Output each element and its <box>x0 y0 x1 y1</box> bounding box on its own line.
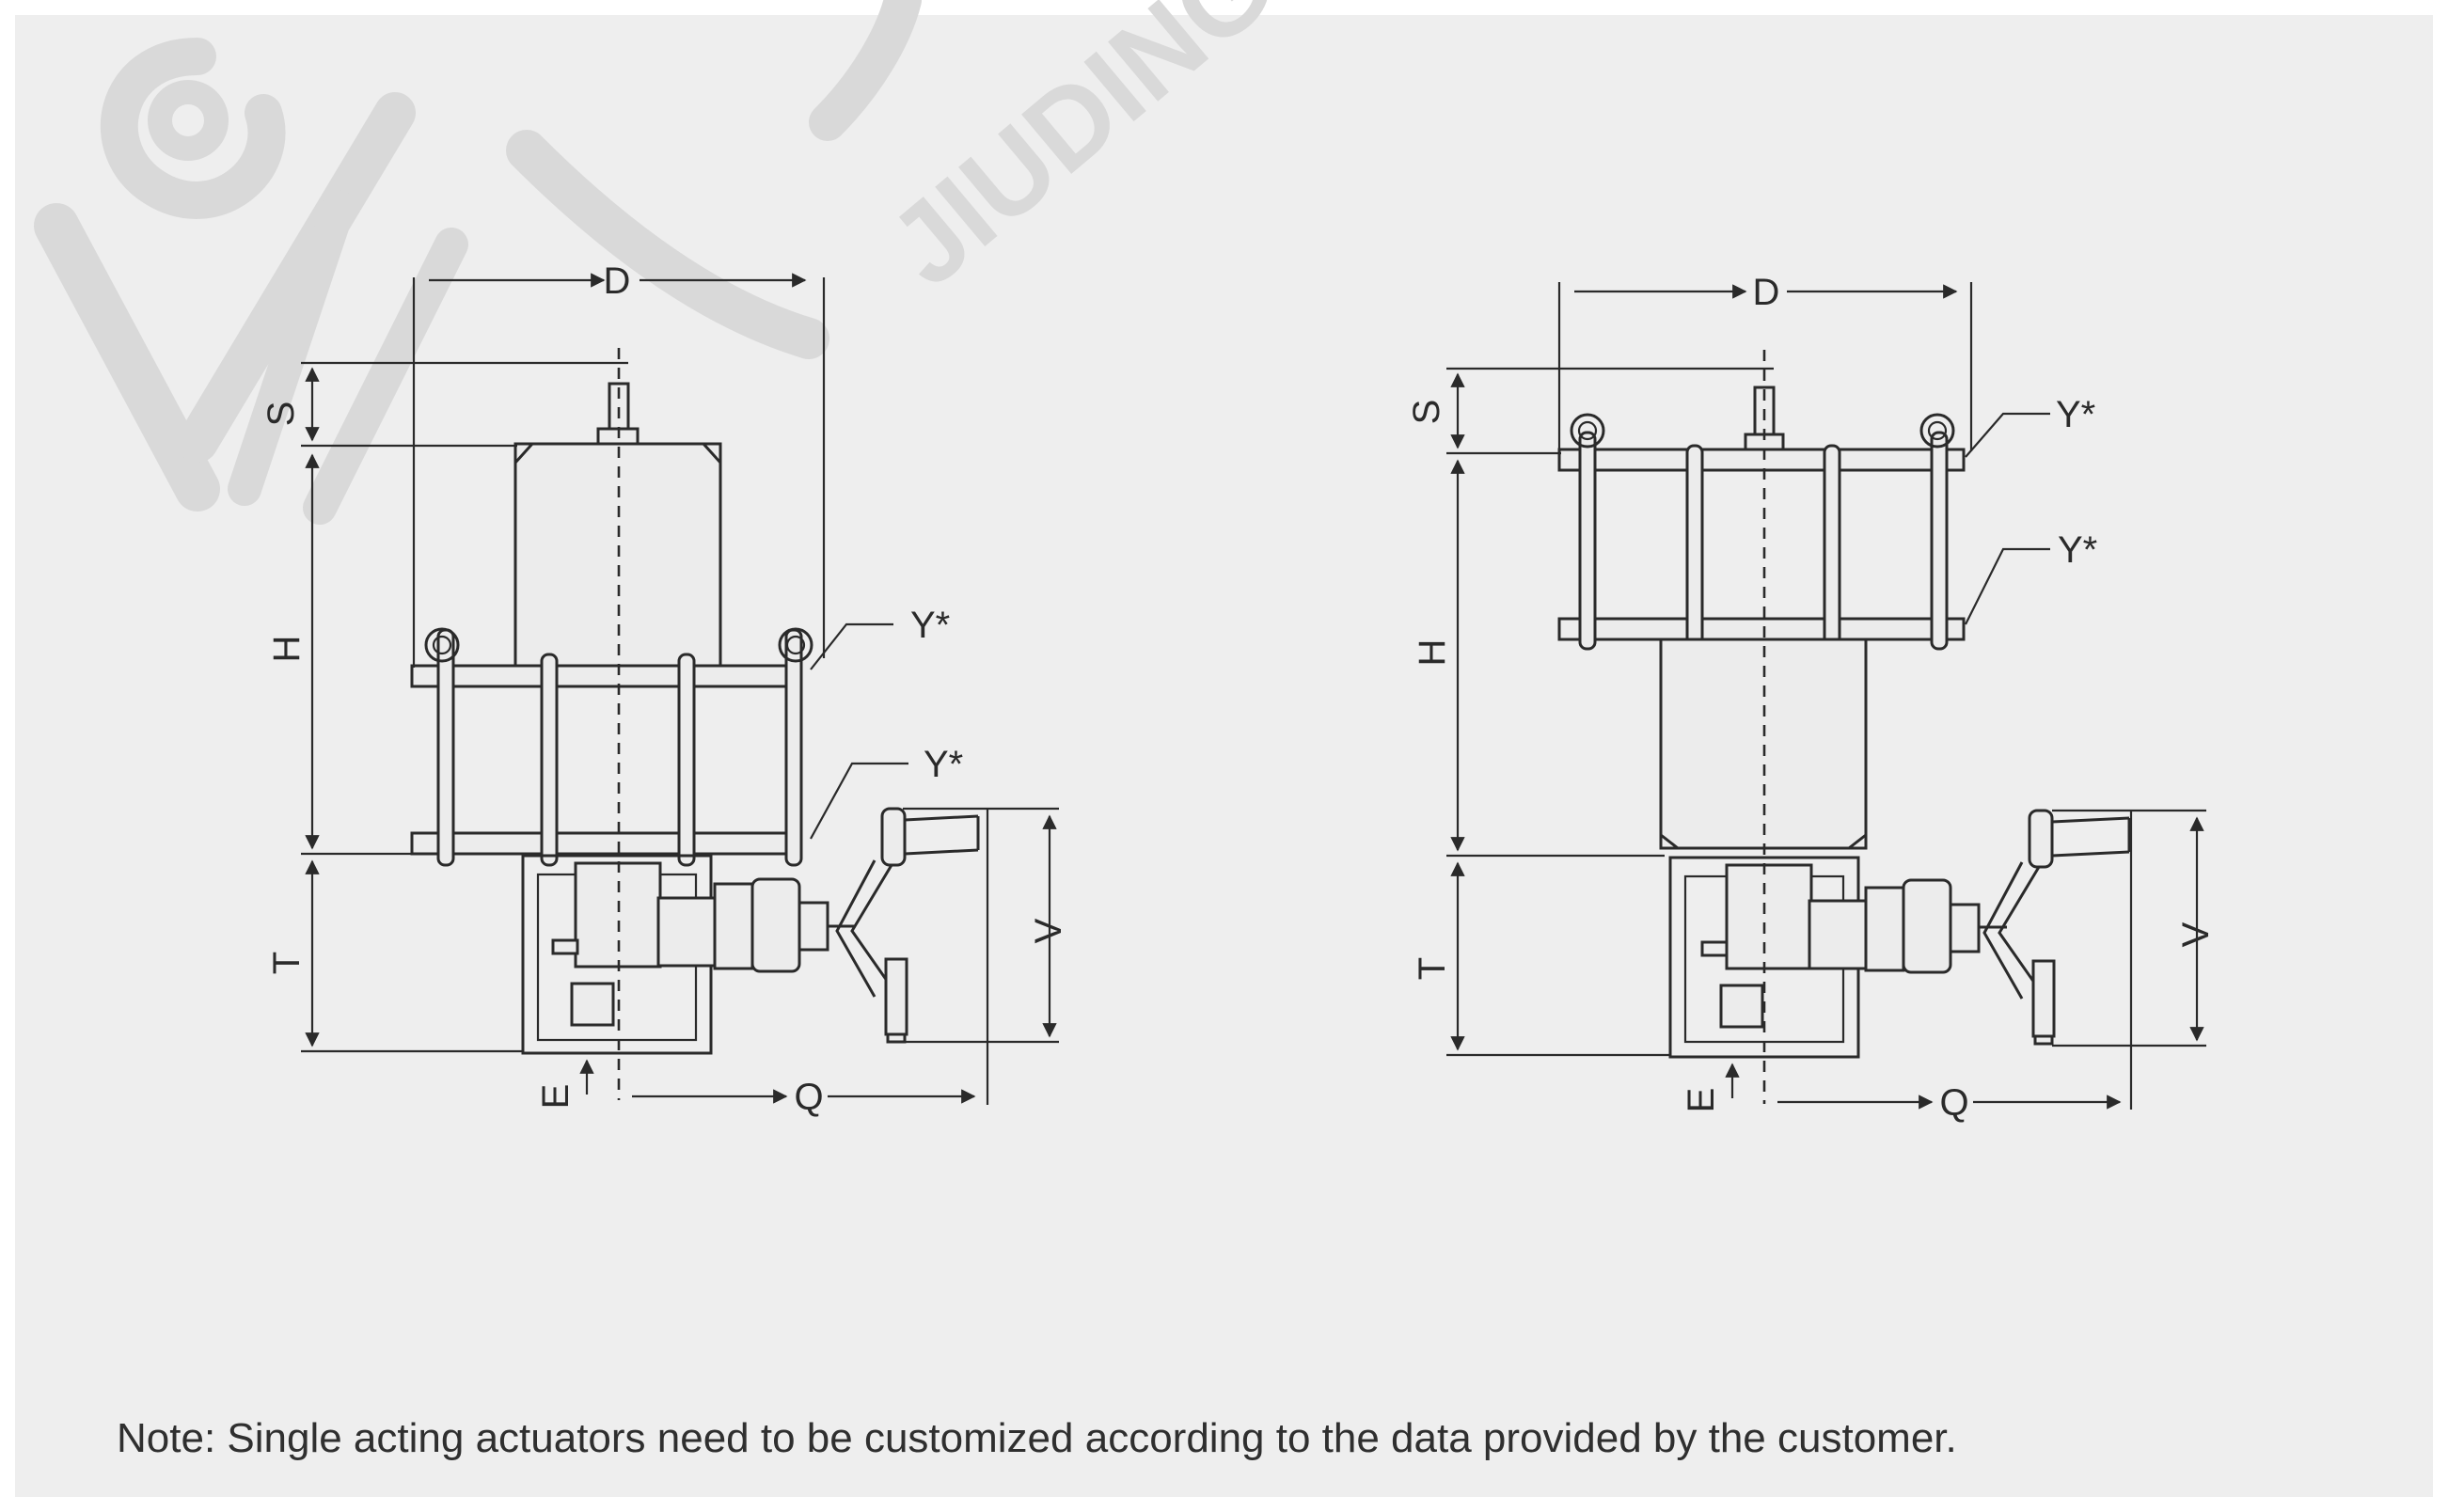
diagram-left: D S H T E Q <box>261 260 1069 1118</box>
lifting-eye-left <box>1570 413 1605 449</box>
frame-plate-bottom <box>1557 617 1966 641</box>
label-Y-upper: Y* <box>910 605 950 646</box>
label-D: D <box>1753 272 1780 313</box>
label-E: E <box>535 1084 576 1110</box>
tie-rods <box>1578 431 1949 651</box>
tie-rods <box>436 628 803 867</box>
gearbox-disk <box>750 877 801 973</box>
label-V: V <box>1028 918 1069 943</box>
cylinder-chamfer <box>513 442 722 465</box>
lifting-eye-right <box>1919 413 1955 449</box>
label-H: H <box>266 636 308 663</box>
frame-plate-top <box>1557 448 1966 472</box>
frame-plate-bottom <box>410 831 798 856</box>
label-Y-upper: Y* <box>2056 394 2095 435</box>
gearbox-disk <box>1902 878 1952 974</box>
label-T: T <box>1412 957 1453 980</box>
label-Q: Q <box>1939 1082 1968 1124</box>
label-T: T <box>266 952 308 974</box>
coupling <box>1725 863 1813 970</box>
dimensions: D S H T E Q <box>261 260 1069 1118</box>
watermark-text: JIUDING <box>866 0 1298 310</box>
drawing-panel <box>15 15 2433 1497</box>
handwheel <box>1982 809 2131 1046</box>
worm-shaft <box>1864 886 1905 972</box>
label-S: S <box>261 402 302 427</box>
label-V: V <box>2175 921 2217 947</box>
diagram-right: D S H T E Q <box>1406 272 2217 1124</box>
frame-plate-top <box>410 664 798 688</box>
label-D: D <box>604 260 631 302</box>
dimensions: D S H T E Q <box>1406 272 2217 1124</box>
label-Q: Q <box>794 1077 823 1118</box>
note-text: Note: Single acting actuators need to be… <box>117 1415 1957 1461</box>
label-H: H <box>1412 639 1453 667</box>
label-Y-lower: Y* <box>924 744 963 785</box>
label-E: E <box>1681 1088 1722 1113</box>
worm-shaft <box>713 882 754 970</box>
watermark-logo <box>34 0 922 525</box>
lifting-eye-left <box>424 627 460 663</box>
lifting-eye-right <box>778 627 813 663</box>
label-S: S <box>1406 400 1447 425</box>
label-Y-lower: Y* <box>2058 529 2097 571</box>
handwheel <box>835 807 980 1044</box>
